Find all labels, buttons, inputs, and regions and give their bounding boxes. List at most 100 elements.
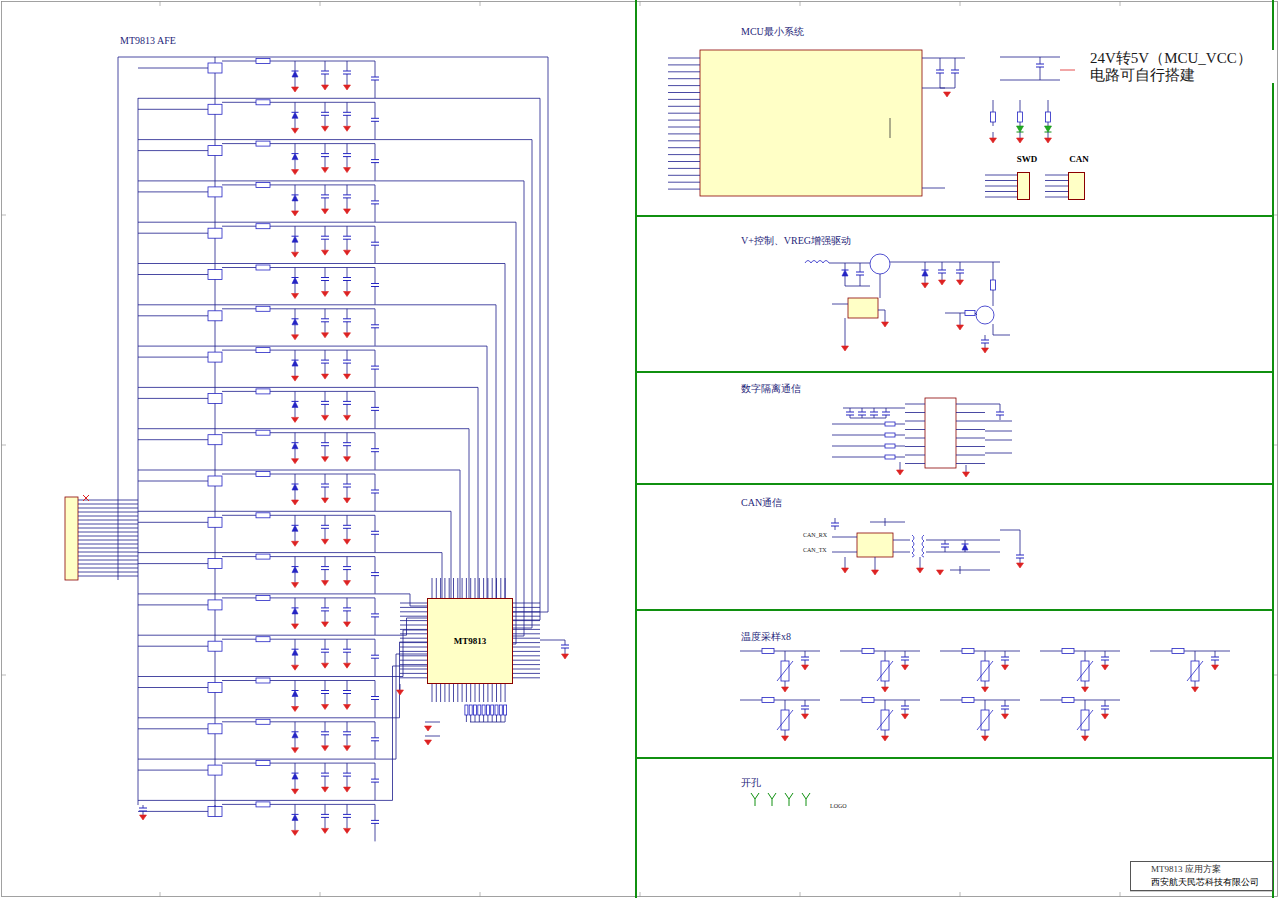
- zener-bar: [292, 236, 299, 237]
- wire: [925, 276, 926, 283]
- wire: [325, 515, 326, 525]
- wire: [375, 741, 376, 759]
- capacitor-plate: [371, 407, 379, 408]
- wire: [1000, 530, 1020, 531]
- wire: [400, 647, 427, 648]
- resistor-symbol: [256, 595, 270, 600]
- wire: [956, 463, 985, 464]
- capacitor-plate: [321, 401, 329, 402]
- ground-symbol: [902, 665, 909, 670]
- wire: [325, 557, 326, 567]
- bus-wire: [138, 264, 505, 599]
- thermistor-slash: [977, 661, 993, 681]
- wire: [347, 115, 348, 126]
- wire: [325, 817, 326, 828]
- wire: [885, 651, 886, 661]
- thermistor-slash: [1187, 661, 1203, 681]
- wire: [78, 520, 138, 521]
- wire: [832, 537, 857, 538]
- capacitor-plate: [343, 194, 351, 195]
- wire: [1195, 651, 1196, 661]
- wire: [325, 157, 326, 168]
- wire: [505, 578, 506, 598]
- wire: [832, 304, 848, 305]
- ground-symbol: [292, 87, 299, 92]
- wire: [295, 201, 296, 211]
- capacitor-plate: [343, 484, 351, 485]
- capacitor-plate: [321, 153, 329, 154]
- wire: [138, 522, 208, 523]
- led-symbol: [1017, 126, 1024, 132]
- wire: [1005, 660, 1006, 665]
- resistor-symbol: [256, 802, 270, 807]
- wire: [985, 197, 1017, 198]
- wire: [513, 625, 540, 626]
- wire: [375, 391, 376, 407]
- wire: [850, 415, 851, 418]
- wire: [513, 673, 540, 674]
- zener-bar: [292, 525, 299, 526]
- wire: [215, 346, 216, 352]
- wire: [347, 817, 348, 828]
- wire: [483, 578, 484, 598]
- wire: [347, 363, 348, 374]
- wire: [375, 493, 376, 511]
- wire: [785, 681, 786, 687]
- wire: [375, 287, 376, 305]
- capacitor-plate: [343, 360, 351, 361]
- capacitor-plate: [321, 318, 329, 319]
- wire: [325, 639, 326, 649]
- afe-section: MT9813 AFEMT9813: [0, 0, 636, 898]
- thermistor-slash: [877, 710, 893, 730]
- resistor-symbol: [762, 649, 774, 654]
- wire: [886, 408, 887, 412]
- wire: [1085, 700, 1086, 710]
- wire: [920, 557, 921, 568]
- wire: [565, 640, 566, 645]
- wire: [295, 449, 296, 459]
- wire: [325, 722, 326, 732]
- wire: [138, 98, 139, 805]
- capacitor-plate: [901, 706, 909, 707]
- ground-symbol: [982, 736, 989, 741]
- wire: [956, 429, 985, 430]
- wire: [400, 655, 427, 656]
- wire: [845, 263, 846, 270]
- wire: [138, 274, 208, 275]
- wire: [295, 77, 296, 87]
- wire: [850, 418, 886, 419]
- wire: [347, 239, 348, 250]
- wire: [347, 198, 348, 209]
- ground-symbol: [322, 539, 329, 544]
- wire: [222, 143, 375, 144]
- ground-symbol: [344, 374, 351, 379]
- wire: [886, 415, 887, 418]
- wire: [893, 552, 910, 553]
- net-label: CAN_TX: [803, 547, 827, 553]
- wire: [215, 805, 216, 816]
- capacitor-plate: [139, 808, 147, 809]
- wire: [940, 58, 941, 70]
- ground-symbol: [292, 583, 299, 588]
- capacitor-plate: [882, 412, 890, 413]
- wire: [215, 718, 216, 724]
- ground-symbol: [344, 209, 351, 214]
- wire: [487, 684, 488, 702]
- mosfet-symbol: [208, 559, 222, 569]
- border-tick: [960, 2, 961, 7]
- capacitor-plate: [371, 366, 379, 367]
- resistor-symbol: [256, 265, 270, 270]
- wire: [905, 463, 925, 464]
- zener-bar: [292, 194, 299, 195]
- mosfet-symbol: [208, 104, 222, 114]
- wire: [215, 445, 216, 470]
- wire: [993, 290, 994, 306]
- ground-symbol: [292, 211, 299, 216]
- wire: [222, 61, 375, 62]
- bus-wire: [138, 222, 516, 644]
- wire: [1040, 67, 1041, 80]
- capacitor-plate: [938, 270, 946, 271]
- wire: [222, 184, 375, 185]
- wire: [668, 64, 700, 65]
